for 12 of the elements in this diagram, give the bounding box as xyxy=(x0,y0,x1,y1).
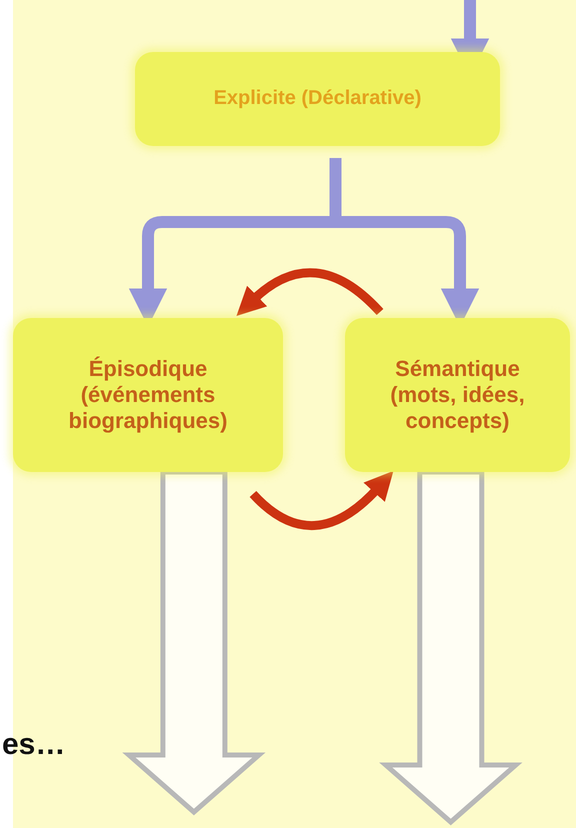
note-text: es… xyxy=(2,728,66,762)
memory-box xyxy=(345,318,570,472)
box-description: (mots, idées, concepts) xyxy=(389,382,526,434)
arrow xyxy=(236,268,384,316)
block-arrow xyxy=(122,470,266,816)
box-description: (événements biographiques) xyxy=(68,382,228,434)
box-title: Explicite (Déclarative) xyxy=(214,87,422,111)
box-title: Épisodique xyxy=(88,356,208,382)
memory-box xyxy=(13,318,283,472)
box-title: Sémantique xyxy=(395,356,520,382)
memory-box xyxy=(135,52,500,146)
block-arrow xyxy=(379,470,522,826)
